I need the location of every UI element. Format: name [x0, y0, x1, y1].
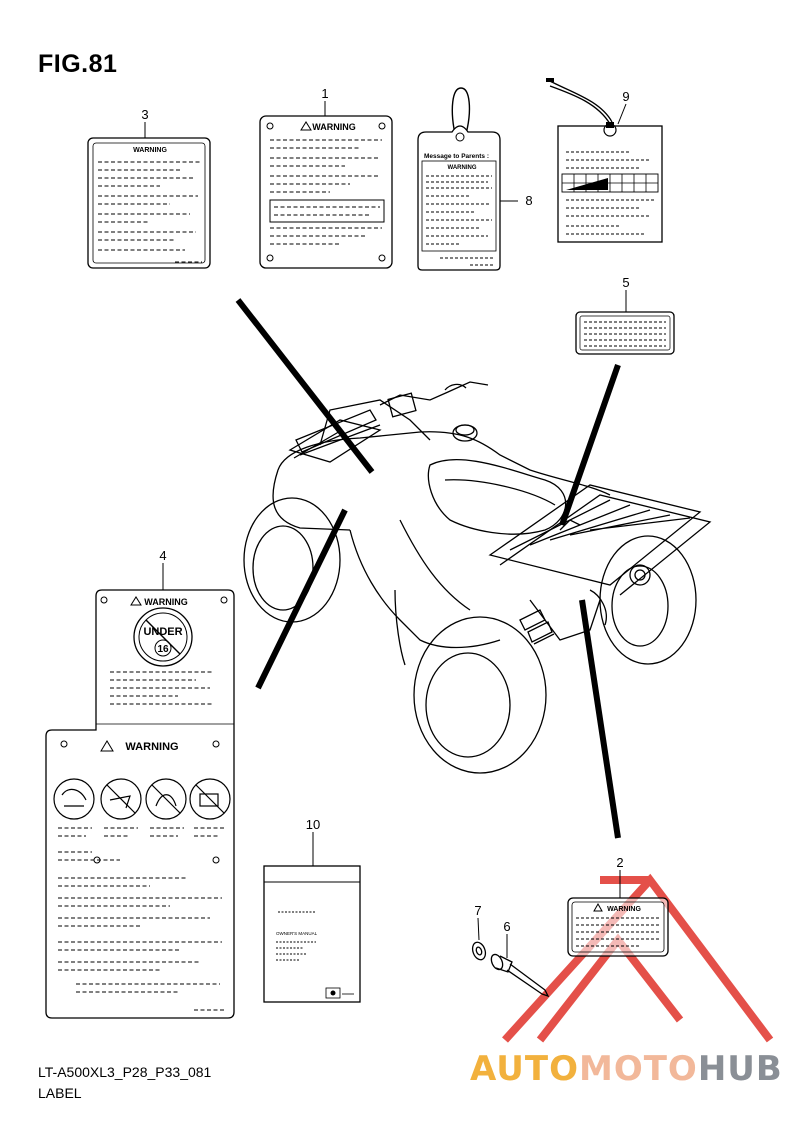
- callout-1: 1: [321, 86, 328, 101]
- watermark-part-a: AUTO: [470, 1049, 579, 1089]
- callout-4: 4: [159, 548, 166, 563]
- warning-label-text: WARNING: [448, 165, 477, 171]
- warning-label-text: WARNING: [144, 597, 188, 607]
- label-8[interactable]: Message to Parents : WARNING: [417, 87, 501, 271]
- warning-triangle-icon: [130, 596, 142, 606]
- leader-lines: [235, 298, 621, 839]
- warning-triangle-icon: [593, 902, 603, 912]
- callout-7: 7: [474, 903, 481, 918]
- label-1[interactable]: WARNING: [259, 115, 393, 269]
- callout-3: 3: [141, 107, 148, 122]
- owners-manual-text: OWNER'S MANUAL: [276, 931, 318, 936]
- warning-label-text: WARNING: [312, 122, 356, 132]
- watermark-part-b: MOTO: [578, 1049, 698, 1089]
- atv-body-outline: [243, 381, 712, 774]
- watermark-text: AUTOMOTOHUB: [470, 1049, 783, 1089]
- watermark-part-c: HUB: [697, 1049, 783, 1089]
- no-under-16-icon: UNDER 16: [133, 607, 193, 667]
- warning-label-text: WARNING: [125, 741, 178, 753]
- callout-6: 6: [503, 919, 510, 934]
- washer-icon[interactable]: [470, 940, 487, 961]
- svg-text:16: 16: [157, 644, 169, 655]
- callout-9: 9: [622, 89, 629, 104]
- prohibited-icon: [53, 778, 231, 820]
- warning-triangle-icon: [300, 121, 312, 131]
- callout-5: 5: [622, 275, 629, 290]
- figure-name: LABEL: [38, 1085, 82, 1101]
- message-to-parents-text: Message to Parents :: [424, 153, 489, 160]
- bolt-icon[interactable]: [489, 953, 550, 998]
- callout-2: 2: [616, 855, 623, 870]
- label-10[interactable]: OWNER'S MANUAL: [263, 865, 361, 1003]
- label-9[interactable]: [546, 78, 663, 243]
- callout-8: 8: [525, 193, 532, 208]
- label-5[interactable]: [575, 311, 675, 355]
- figure-title: FIG.81: [38, 50, 118, 78]
- warning-label-text: WARNING: [607, 906, 641, 913]
- warning-label-text: WARNING: [133, 147, 167, 154]
- figure-code: LT-A500XL3_P28_P33_081: [38, 1064, 212, 1080]
- callout-10: 10: [306, 817, 320, 832]
- svg-text:UNDER: UNDER: [143, 626, 182, 638]
- label-3[interactable]: WARNING: [87, 137, 211, 269]
- label-2[interactable]: WARNING: [567, 897, 669, 957]
- label-4[interactable]: WARNING UNDER 16 WARNING: [45, 589, 235, 1019]
- warning-triangle-icon: [100, 740, 114, 752]
